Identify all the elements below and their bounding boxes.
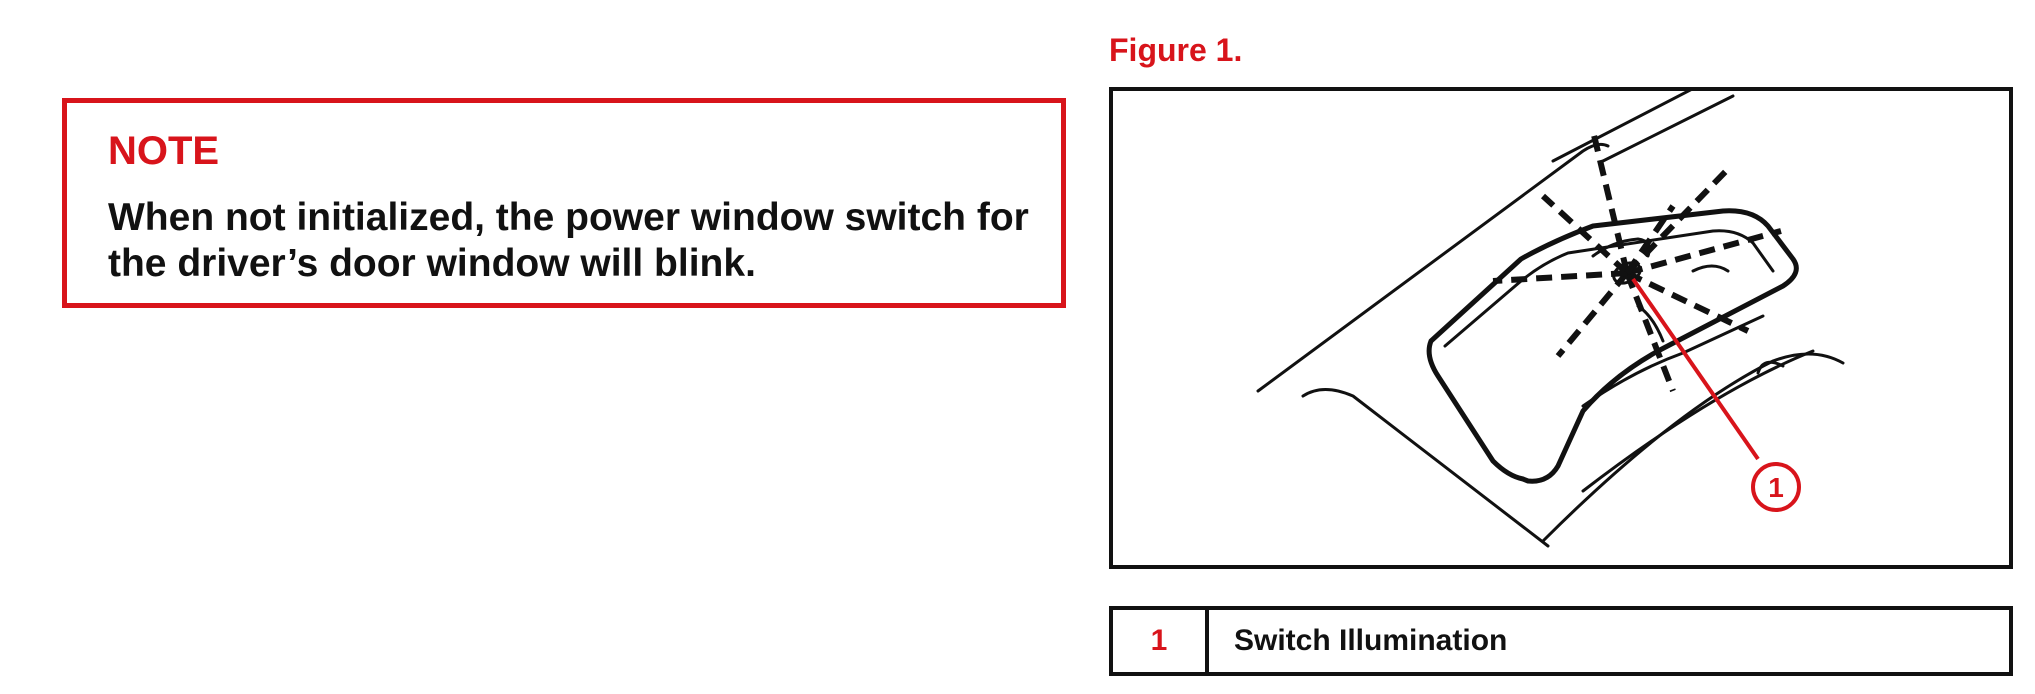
door-trim-line-upper-2 <box>1601 94 1735 163</box>
door-trim-line-upper <box>1551 91 1692 163</box>
switch-panel-outer <box>1426 208 1799 484</box>
figure-label: Figure 1. <box>1109 32 1243 68</box>
legend-number: 1 <box>1113 610 1209 672</box>
armrest-edge <box>1756 360 1785 375</box>
blink-rays <box>1492 130 1782 393</box>
legend-description: Switch Illumination <box>1234 624 1508 657</box>
armrest-contour-right <box>1541 352 1845 543</box>
legend-table: 1 Switch Illumination <box>1109 606 2013 676</box>
figure-frame: 1 <box>1109 87 2013 569</box>
door-trim-line <box>1256 142 1610 393</box>
note-title: NOTE <box>108 129 220 173</box>
switch-illustration: 1 <box>1256 91 1845 548</box>
note-text: When not initialized, the power window s… <box>108 196 1029 285</box>
callout-number: 1 <box>1768 472 1784 503</box>
callout-1 <box>1631 277 1801 512</box>
armrest-contour <box>1301 388 1550 548</box>
switch-button-small <box>1691 264 1730 273</box>
armrest-contour-right-2 <box>1581 349 1815 493</box>
note-box: NOTE When not initialized, the power win… <box>62 98 1066 308</box>
switch-panel-inner <box>1443 229 1775 348</box>
switch-panel-lower <box>1581 314 1765 408</box>
